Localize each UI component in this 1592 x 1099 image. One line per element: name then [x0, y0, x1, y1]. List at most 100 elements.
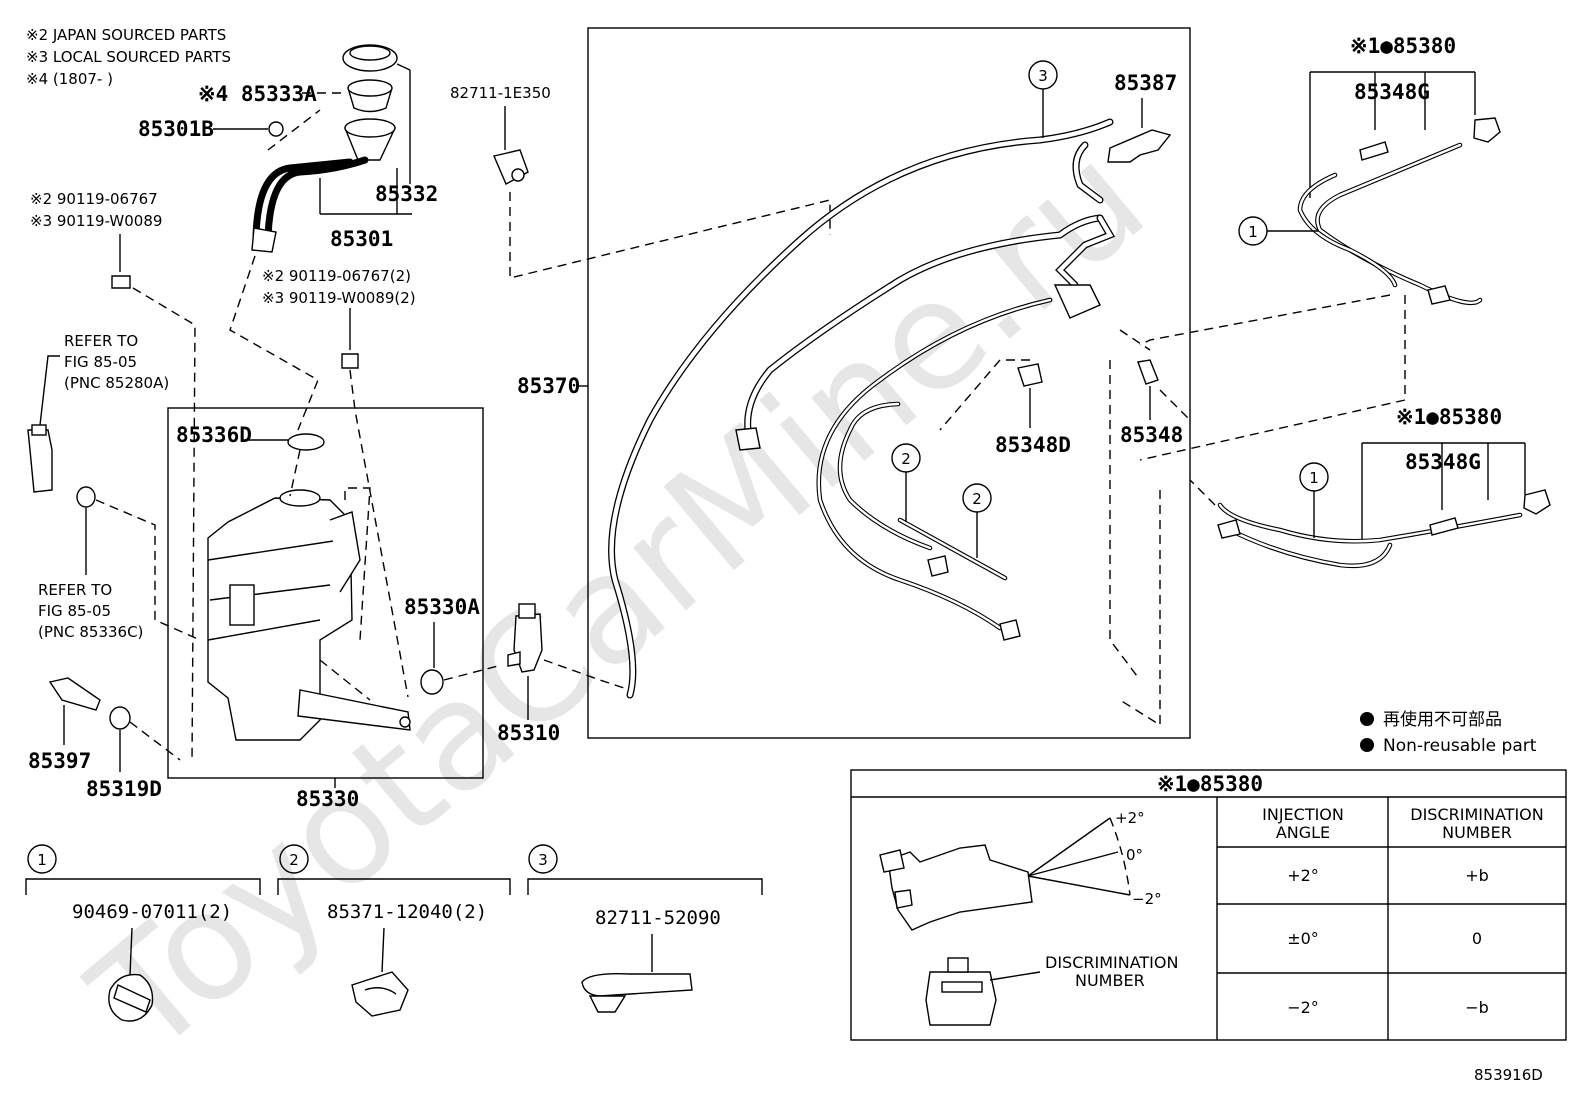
clip-85301B: [268, 121, 284, 137]
grommet-85319D: [109, 706, 131, 730]
label-85310: 85310: [497, 721, 560, 745]
callout-1-top: 1: [1238, 216, 1318, 246]
filled-dot-icon: [1360, 712, 1374, 726]
callout-2a-hose: 2: [891, 443, 921, 522]
refer2-line2: FIG 85-05: [38, 602, 111, 620]
svg-text:3: 3: [1038, 67, 1048, 85]
screw-1: [111, 275, 131, 289]
joint-85348: [1137, 359, 1159, 385]
angle-minus-label: −2°: [1132, 890, 1162, 908]
angle-zero-label: 0°: [1126, 846, 1143, 864]
refer1-line1: REFER TO: [64, 332, 138, 350]
refer2-line3: (PNC 85336C): [38, 623, 143, 641]
legend-en: Non-reusable part: [1383, 736, 1537, 756]
legend: 再使用不可部品 Non-reusable part: [1360, 709, 1537, 756]
label-85348: 85348: [1120, 423, 1183, 447]
washer-hose-85370: [608, 118, 1172, 699]
disc-label-line2: NUMBER: [1075, 971, 1145, 990]
disc-label-line1: DISCRIMINATION: [1045, 953, 1178, 972]
label-mid-85348G: 85348G: [1405, 450, 1481, 474]
nozzle-connector-drawing: [925, 971, 997, 1026]
table-col2-line1: DISCRIMINATION: [1410, 805, 1543, 824]
svg-text:3: 3: [538, 851, 548, 869]
label-85332: 85332: [375, 182, 438, 206]
level-sensor-85397: [48, 677, 181, 772]
clip-85371: [351, 971, 409, 1017]
svg-text:2: 2: [972, 490, 982, 508]
svg-text:2: 2: [289, 851, 299, 869]
table-row3-disc: −b: [1465, 998, 1489, 1017]
label-mid-85380: ※1●85380: [1396, 405, 1502, 429]
bottom-group-1: 1 90469-07011(2): [25, 844, 261, 1022]
table-row1-disc: +b: [1465, 866, 1489, 885]
notes: ※2 JAPAN SOURCED PARTS ※3 LOCAL SOURCED …: [26, 26, 231, 88]
nozzle-group-top: ※1●85380 85348G: [1297, 34, 1501, 306]
tank-cap-85336D: [287, 433, 325, 451]
table-row2-disc: 0: [1472, 929, 1482, 948]
label-screw2-japan: ※2 90119-06767(2): [262, 267, 411, 285]
label-85397: 85397: [28, 749, 91, 773]
figure-id: 853916D: [1474, 1066, 1543, 1084]
table-col2-line2: NUMBER: [1442, 823, 1512, 842]
svg-text:2: 2: [901, 450, 911, 468]
callout-2b-hose: 2: [962, 483, 992, 558]
label-85336D: 85336D: [176, 423, 252, 447]
grommet-refer: [76, 486, 96, 508]
label-85333A: ※4 85333A: [198, 82, 317, 106]
refer1-line3: (PNC 85280A): [64, 374, 169, 392]
table-row1-angle: +2°: [1287, 866, 1319, 885]
tank-box: [167, 407, 484, 779]
clip-85348D: [1017, 363, 1043, 387]
clamp-82711-1E350: 82711-1E350: [450, 84, 831, 279]
washer-pump-85310: [507, 603, 631, 720]
label-top-85380: ※1●85380: [1350, 34, 1456, 58]
label-screw2-local: ※3 90119-W0089(2): [262, 289, 416, 307]
label-82711-1E350: 82711-1E350: [450, 84, 551, 102]
svg-text:1: 1: [1248, 223, 1258, 241]
label-85319D: 85319D: [86, 777, 162, 801]
refer2-line1: REFER TO: [38, 581, 112, 599]
label-screw1-local: ※3 90119-W0089: [30, 212, 162, 230]
note-date: ※4 (1807- ): [26, 70, 113, 88]
filler-cap-assembly: [213, 44, 412, 253]
note-local: ※3 LOCAL SOURCED PARTS: [26, 48, 231, 66]
legend-jp: 再使用不可部品: [1383, 709, 1502, 730]
table-row3-angle: −2°: [1287, 998, 1319, 1017]
note-japan: ※2 JAPAN SOURCED PARTS: [26, 26, 226, 44]
callout-3-hose: 3: [1028, 60, 1058, 138]
label-top-85348G: 85348G: [1354, 80, 1430, 104]
table-row2-angle: ±0°: [1287, 929, 1319, 948]
screw-2: [341, 353, 359, 369]
label-85301: 85301: [330, 227, 393, 251]
label-85330A: 85330A: [404, 595, 480, 619]
label-85370: 85370: [517, 374, 580, 398]
filled-dot-icon: [1360, 738, 1374, 752]
nozzle-drawing: [887, 844, 1033, 931]
label-90469-07011: 90469-07011(2): [72, 901, 232, 923]
label-85348D: 85348D: [995, 433, 1071, 457]
table-col1-line1: INJECTION: [1262, 805, 1344, 824]
label-82711-52090: 82711-52090: [595, 907, 721, 929]
label-85301B: 85301B: [138, 117, 214, 141]
label-85371-12040: 85371-12040(2): [327, 901, 487, 923]
label-85387: 85387: [1114, 71, 1177, 95]
grommet-85330A: [420, 669, 444, 695]
callout-1-mid: 1: [1299, 462, 1329, 538]
label-screw1-japan: ※2 90119-06767: [30, 190, 158, 208]
washer-tank: [207, 433, 411, 741]
injection-table: ※1●85380 INJECTION ANGLE DISCRIMINATION …: [850, 769, 1567, 1041]
hose-box: [587, 27, 1191, 739]
svg-text:1: 1: [1309, 469, 1319, 487]
bottom-group-2: 2 85371-12040(2): [277, 844, 511, 1017]
refer-pump-85280A: REFER TO FIG 85-05 (PNC 85280A) REFER TO…: [27, 332, 201, 641]
joint-85387: [1107, 129, 1172, 163]
svg-text:1: 1: [37, 851, 47, 869]
bottom-group-3: 3 82711-52090: [527, 844, 763, 1013]
nozzle-group-mid: ※1●85380 85348G: [1217, 405, 1551, 569]
table-col1-line2: ANGLE: [1276, 823, 1330, 842]
label-85330: 85330: [296, 787, 359, 811]
angle-plus-label: +2°: [1115, 809, 1145, 827]
table-title: ※1●85380: [1157, 772, 1263, 796]
clip-82711-52090: [581, 972, 693, 997]
